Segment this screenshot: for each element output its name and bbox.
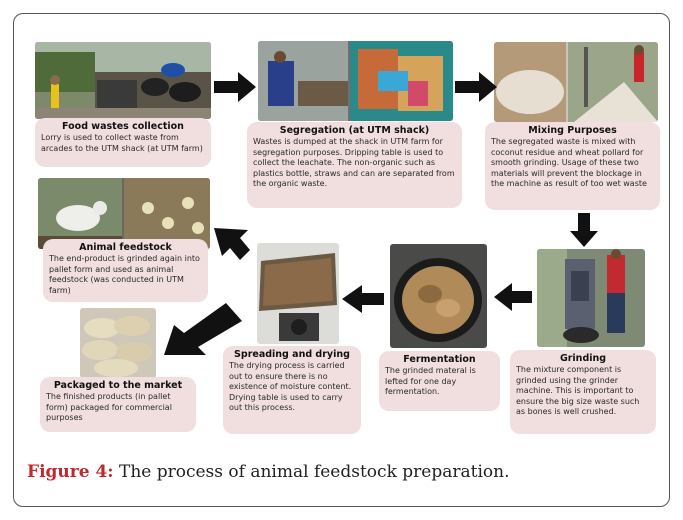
step-packaged-to-market: Packaged to the market The finished prod… — [40, 377, 196, 432]
step-segregation: Segregation (at UTM shack) Wastes is dum… — [247, 122, 462, 208]
photo-fermentation — [390, 244, 487, 348]
arrow-right-icon — [455, 72, 497, 102]
step-spreading-drying: Spreading and drying The drying process … — [223, 346, 361, 434]
arrow-right-icon — [214, 72, 256, 102]
step-text: Wastes is dumped at the shack in UTM far… — [253, 137, 455, 188]
step-text: The finished products (in pallet form) p… — [46, 392, 172, 422]
step-text: The drying process is carried out to ens… — [229, 361, 352, 412]
caption-text: The process of animal feedstock preparat… — [113, 462, 510, 482]
step-title: Mixing Purposes — [528, 125, 617, 136]
figure-caption: Figure 4: The process of animal feedstoc… — [27, 462, 509, 482]
step-title: Spreading and drying — [234, 349, 350, 360]
photo-packaged — [80, 308, 156, 378]
arrow-up-left-icon — [214, 228, 250, 260]
photo-animal-feedstock — [38, 178, 210, 249]
step-title: Segregation (at UTM shack) — [279, 125, 430, 136]
arrow-left-icon — [342, 285, 384, 313]
arrow-down-icon — [570, 213, 598, 247]
step-title: Animal feedstock — [79, 242, 172, 253]
photo-food-waste-collection — [35, 42, 211, 119]
photo-segregation — [258, 41, 453, 121]
step-food-wastes-collection: Food wastes collection Lorry is used to … — [35, 118, 211, 167]
step-title: Packaged to the market — [53, 380, 183, 391]
step-title: Food wastes collection — [62, 121, 184, 132]
step-text: The mixture component is grinded using t… — [516, 365, 640, 416]
step-text: The grinded materal is lefted for one da… — [385, 366, 476, 396]
arrow-down-left-icon — [164, 303, 242, 355]
step-mixing-purposes: Mixing Purposes The segregated waste is … — [485, 122, 660, 210]
step-text: The end-product is grinded again into pa… — [49, 254, 200, 295]
arrow-left-icon — [494, 283, 532, 311]
step-grinding: Grinding The mixture component is grinde… — [510, 350, 656, 434]
photo-mixing — [494, 42, 658, 122]
step-text: The segregated waste is mixed with cocon… — [491, 137, 647, 188]
step-title: Grinding — [559, 353, 607, 364]
photo-spreading-drying — [257, 243, 339, 344]
caption-label: Figure 4: — [27, 462, 114, 482]
photo-grinding — [537, 249, 645, 347]
step-fermentation: Fermentation The grinded materal is left… — [379, 351, 500, 411]
step-title: Fermentation — [403, 354, 476, 365]
step-animal-feedstock: Animal feedstock The end-product is grin… — [43, 239, 208, 302]
step-text: Lorry is used to collect waste from arca… — [41, 133, 203, 153]
